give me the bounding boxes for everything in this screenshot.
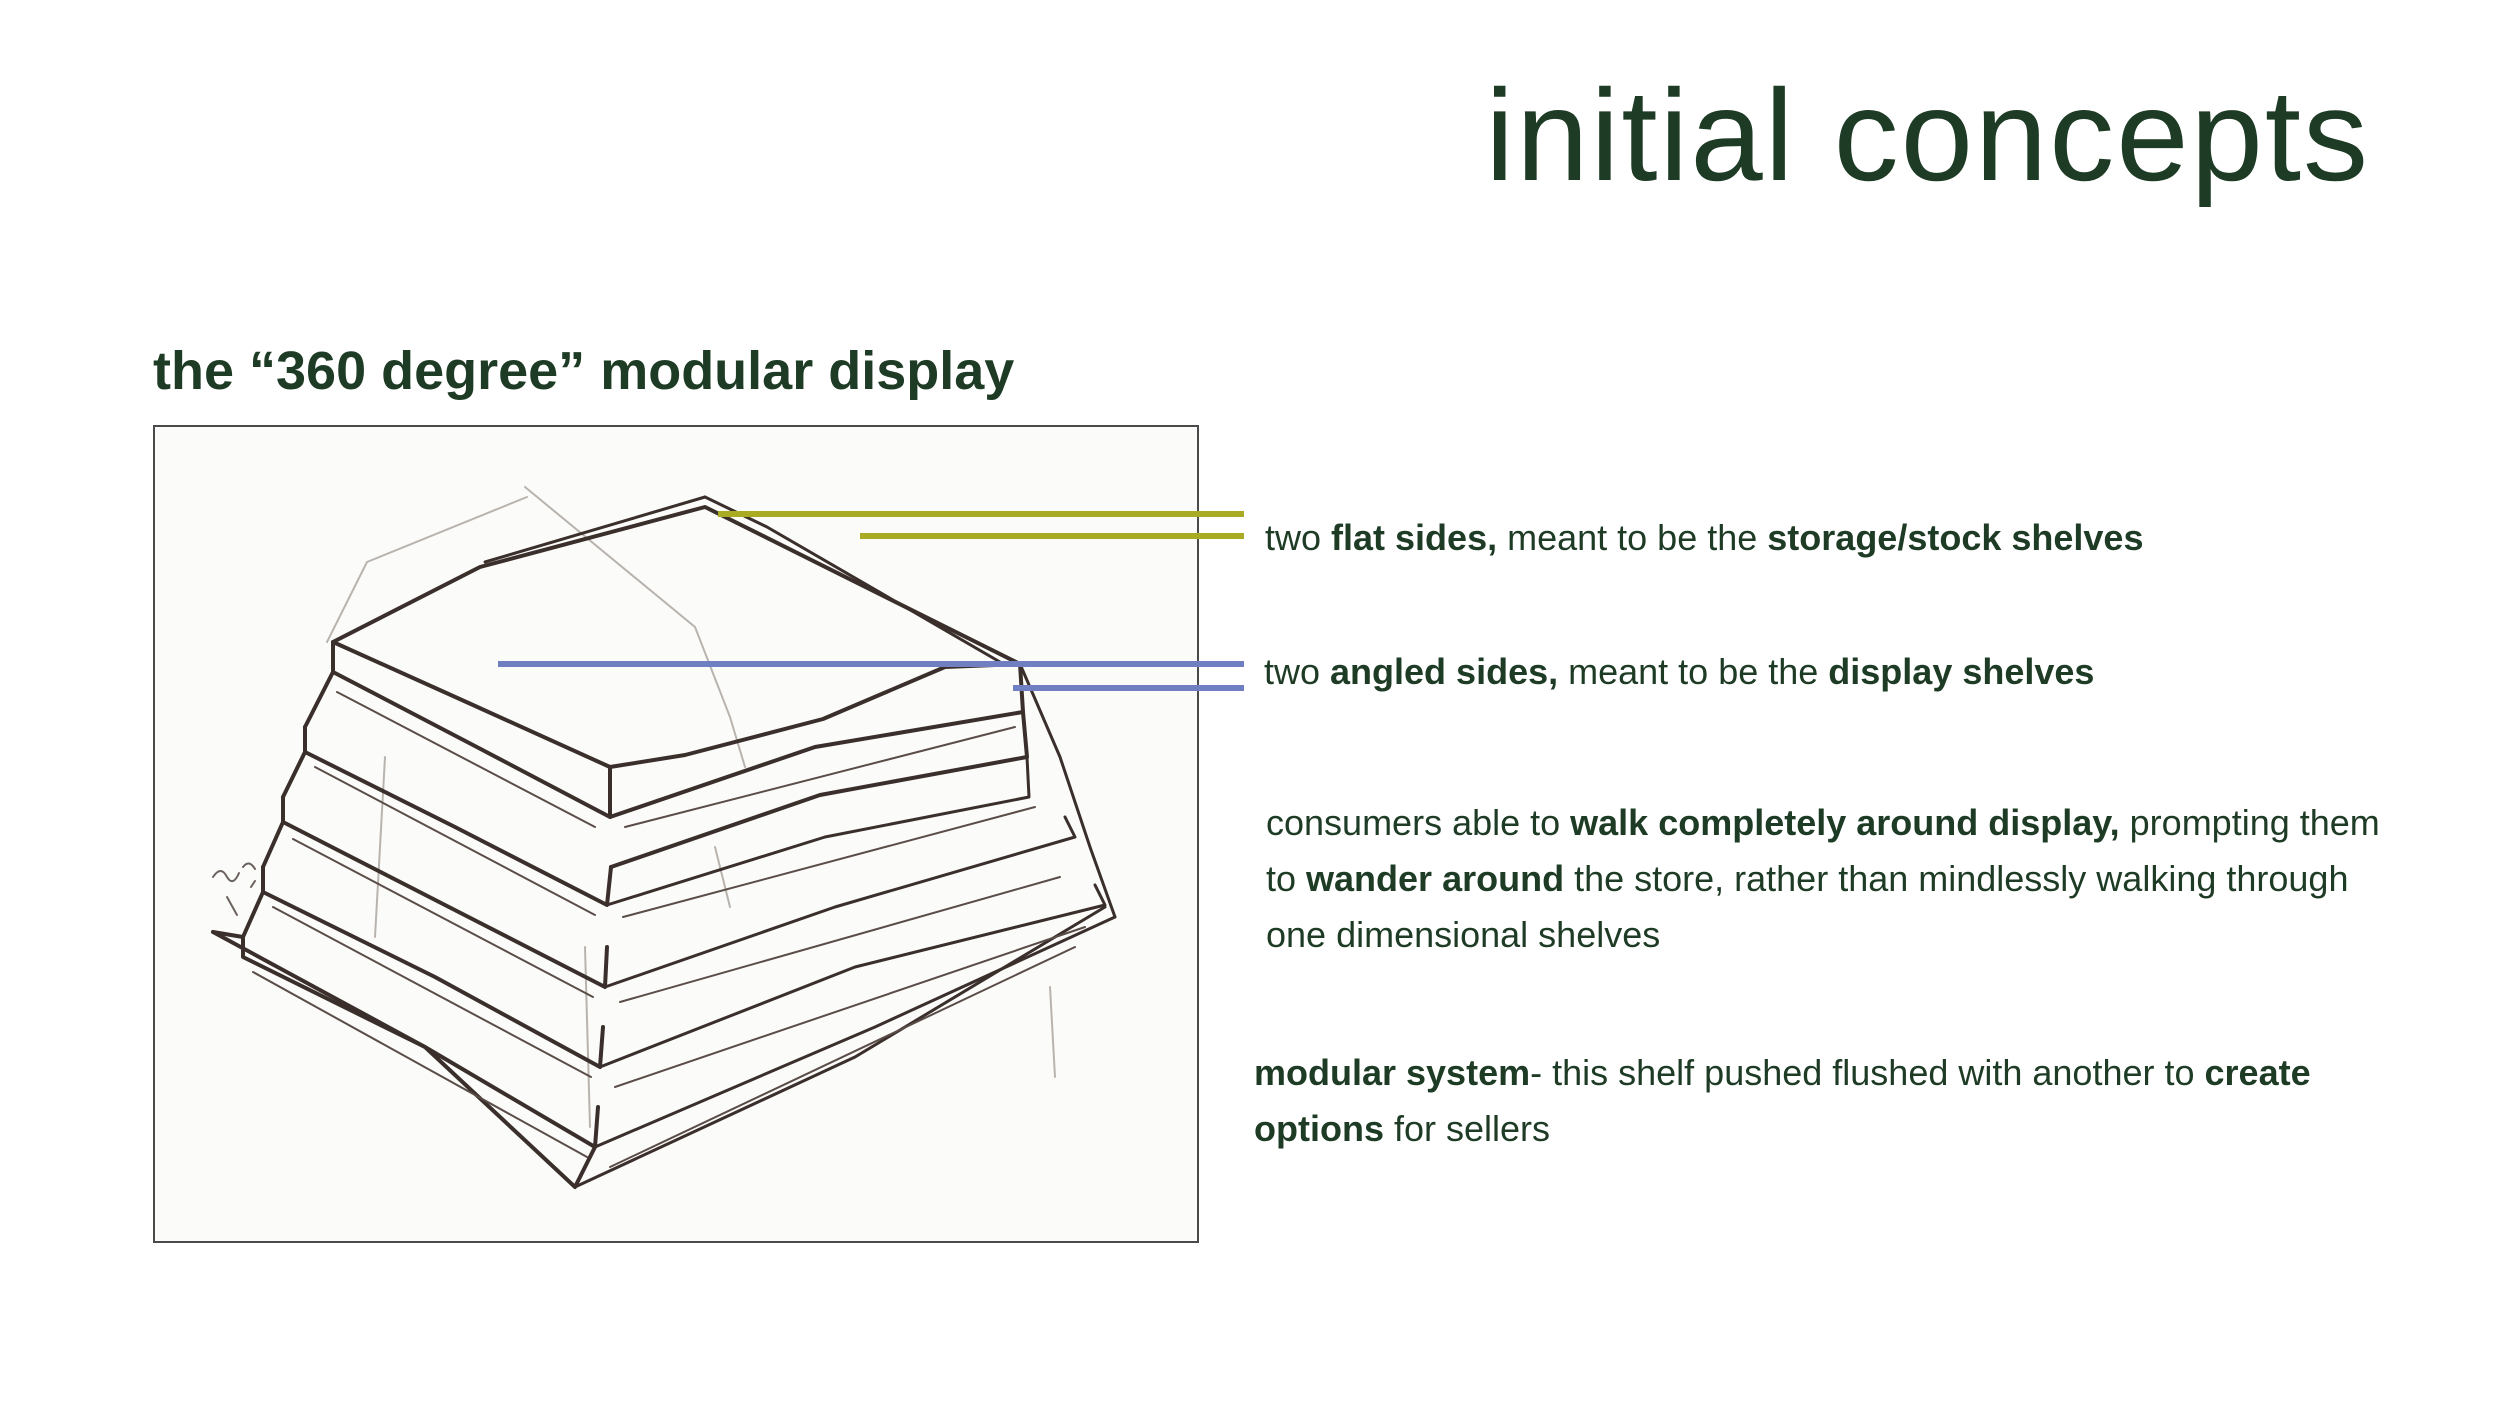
note-bold-text: walk completely around display, [1570,802,2120,843]
note-text: meant to be the [1497,517,1768,558]
note-bold-text: create options [1254,1052,2311,1149]
shelf-sketch-drawing [211,486,1117,1189]
note-bold-text: display shelves [1828,651,2095,692]
note-bold-text: storage/stock shelves [1767,517,2144,558]
note-text: two [1265,517,1332,558]
note-text: for sellers [1383,1108,1551,1149]
sketch-image [153,425,1199,1243]
note-angled-sides: two angled sides, meant to be the displa… [1264,644,2094,700]
note-text: the store, rather than mindlessly walkin… [1266,858,2349,955]
page-title: initial concepts [1485,62,2370,208]
note-bold-text: angled sides, [1330,651,1559,692]
note-flat-sides: two flat sides, meant to be the storage/… [1265,510,2143,566]
note-text: meant to be the [1558,651,1829,692]
note-text: prompting them to [1266,802,2380,899]
note-text: - this shelf pushed flushed with another… [1530,1052,2205,1093]
note-bold-text: wander around [1306,858,1565,899]
note-modular-system: modular system- this shelf pushed flushe… [1254,1045,2374,1157]
note-walk-around: consumers able to walk completely around… [1266,795,2406,963]
section-subtitle: the “360 degree” modular display [153,341,1015,401]
note-text: two [1264,651,1331,692]
note-bold-text: modular system [1254,1052,1531,1093]
note-bold-text: flat sides, [1331,517,1498,558]
note-text: consumers able to [1266,802,1571,843]
